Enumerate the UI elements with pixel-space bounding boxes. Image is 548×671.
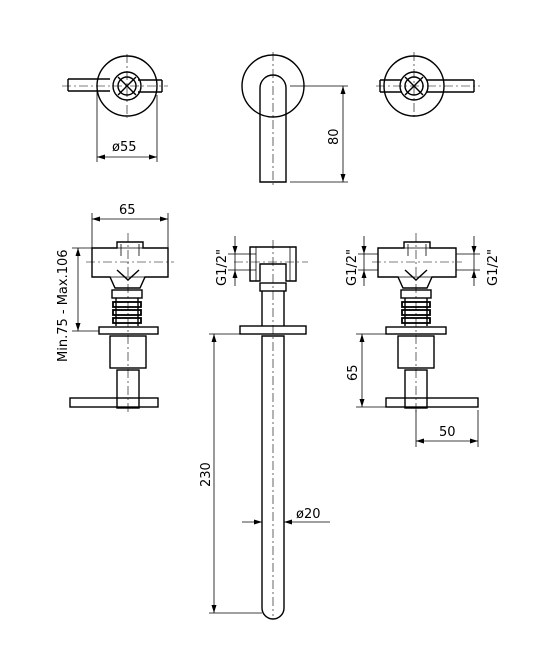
left-thread-dimension: G1/2" [345, 236, 378, 286]
wall-depth-dimension: Min.75 - Max.106 [56, 247, 99, 362]
spout-height-label: 80 [327, 128, 342, 145]
left-handle-front-view [62, 54, 168, 118]
left-thread-label: G1/2" [345, 249, 360, 286]
rosette-diameter-label: ø55 [112, 140, 137, 155]
spout-diameter-label: ø20 [296, 507, 321, 522]
spout-height-dimension: 80 [290, 85, 348, 183]
spout-side-view [234, 240, 308, 620]
valve-width-label: 65 [119, 203, 136, 218]
spout-length-label: 230 [199, 462, 214, 487]
handle-length-dimension: 50 [415, 410, 479, 447]
right-thread-dimension: G1/2" [456, 236, 501, 286]
left-valve-side-view [69, 233, 174, 412]
spout-diameter-dimension: ø20 [242, 507, 330, 525]
spout-thread-dimension: G1/2" [215, 236, 256, 286]
spout-length-dimension: 230 [199, 333, 262, 614]
valve-width-dimension: 65 [91, 203, 169, 250]
right-valve-side-view [372, 233, 479, 412]
rosette-diameter-dimension: ø55 [96, 90, 158, 162]
right-thread-label: G1/2" [486, 249, 501, 286]
handle-length-label: 50 [439, 425, 456, 440]
right-handle-front-view [376, 52, 480, 120]
spout-front-view [241, 52, 305, 186]
handle-offset-dimension: 65 [346, 333, 386, 408]
wall-depth-label: Min.75 - Max.106 [56, 249, 71, 362]
spout-thread-label: G1/2" [215, 249, 230, 286]
handle-offset-label: 65 [346, 364, 361, 381]
